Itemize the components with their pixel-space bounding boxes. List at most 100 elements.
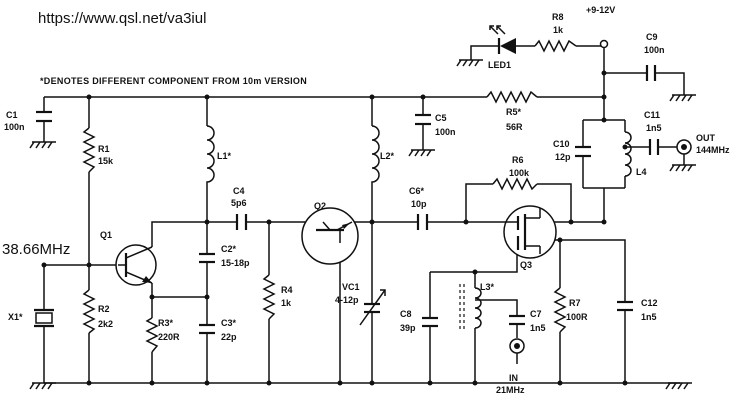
x1-ref: X1* <box>8 312 23 322</box>
q3-ref: Q3 <box>520 260 532 270</box>
ground-output <box>669 164 696 172</box>
c8-value: 39p <box>400 323 416 333</box>
input-connector <box>509 338 525 364</box>
r7-resistor <box>553 287 567 333</box>
r2-value: 2k2 <box>98 319 113 329</box>
r8-resistor <box>534 39 577 53</box>
c3-capacitor <box>199 323 215 335</box>
c6-value: 10p <box>411 199 427 209</box>
r6-ref: R6 <box>512 155 524 165</box>
c7-ref: C7 <box>530 309 542 319</box>
input-label: IN <box>509 373 518 383</box>
l1-ref: L1* <box>217 151 232 161</box>
led1-ref: LED1 <box>488 60 511 70</box>
c7-capacitor <box>509 314 525 326</box>
c11-ref: C11 <box>644 110 660 120</box>
ground-c1 <box>29 141 56 149</box>
x1-crystal <box>34 308 54 328</box>
junction-dots <box>41 70 628 386</box>
q1-transistor <box>115 244 157 286</box>
c10-ref: C10 <box>553 139 570 149</box>
vc1-variable-capacitor <box>359 289 386 326</box>
c4-capacitor <box>235 214 248 230</box>
r4-value: 1k <box>281 298 292 308</box>
l2-ref: L2* <box>380 151 395 161</box>
c6-ref: C6* <box>409 186 425 196</box>
c8-ref: C8 <box>400 309 412 319</box>
r6-value: 100k <box>509 168 530 178</box>
output-connector <box>676 139 692 165</box>
c2-value: 15-18p <box>221 258 250 268</box>
c4-value: 5p6 <box>231 198 247 208</box>
c9-ref: C9 <box>646 32 658 42</box>
c12-value: 1n5 <box>641 312 657 322</box>
q2-transistor <box>301 207 359 265</box>
l3-ref: L3* <box>480 282 495 292</box>
supply-voltage-label: +9-12V <box>586 5 615 15</box>
r7-ref: R7 <box>569 298 581 308</box>
r2-ref: R2 <box>98 304 110 314</box>
l1-inductor <box>206 125 215 184</box>
c1-value: 100n <box>4 122 25 132</box>
r4-ref: R4 <box>281 285 293 295</box>
ground-c5 <box>408 149 435 157</box>
c2-capacitor <box>199 252 215 264</box>
output-label: OUT <box>696 133 716 143</box>
website-url: https://www.qsl.net/va3iul <box>38 10 206 27</box>
r6-resistor <box>492 177 538 191</box>
r5-resistor <box>486 90 538 104</box>
wiring <box>43 45 685 384</box>
c4-ref: C4 <box>233 186 245 196</box>
c3-value: 22p <box>221 332 237 342</box>
c2-ref: C2* <box>221 244 237 254</box>
c5-value: 100n <box>435 127 456 137</box>
r2-resistor <box>82 289 96 334</box>
ground-right <box>665 382 692 390</box>
c1-capacitor <box>36 110 52 123</box>
l4-inductor <box>624 131 632 177</box>
r1-ref: R1 <box>98 144 110 154</box>
supply-terminal <box>599 39 609 49</box>
q3-mosfet <box>503 205 557 259</box>
c9-capacitor <box>645 65 657 81</box>
crystal-frequency-label: 38.66MHz <box>2 241 70 258</box>
led1-diode <box>489 25 516 54</box>
c5-ref: C5 <box>435 113 447 123</box>
c7-value: 1n5 <box>530 323 546 333</box>
c8-capacitor <box>422 316 438 328</box>
r8-value: 1k <box>553 25 564 35</box>
r8-ref: R8 <box>552 12 564 22</box>
c11-capacitor <box>648 139 660 155</box>
q2-ref: Q2 <box>314 201 326 211</box>
c5-capacitor <box>415 113 431 126</box>
r4-resistor <box>262 274 276 320</box>
ground-led <box>456 59 483 67</box>
r1-resistor <box>82 127 96 173</box>
c10-capacitor <box>575 145 591 158</box>
c9-value: 100n <box>644 45 665 55</box>
ground-symbols <box>29 59 696 390</box>
output-frequency-label: 144MHz <box>696 145 730 155</box>
c1-ref: C1 <box>6 110 18 120</box>
vc1-value: 4-12p <box>335 295 359 305</box>
ground-c9 <box>669 94 696 102</box>
r3-ref: R3* <box>158 318 174 328</box>
r1-value: 15k <box>98 156 114 166</box>
footnote-text: *DENOTES DIFFERENT COMPONENT FROM 10m VE… <box>40 76 307 86</box>
ground-main <box>29 382 56 390</box>
input-frequency-label: 21MHz <box>496 385 525 395</box>
r3-value: 220R <box>158 332 180 342</box>
c3-ref: C3* <box>221 318 237 328</box>
c11-value: 1n5 <box>646 123 662 133</box>
vc1-ref: VC1 <box>342 282 360 292</box>
r5-ref: R5* <box>506 107 522 117</box>
c12-capacitor <box>617 300 633 312</box>
c6-capacitor <box>416 214 429 230</box>
r7-value: 100R <box>566 312 588 322</box>
c10-value: 12p <box>555 152 571 162</box>
l4-ref: L4 <box>636 167 647 177</box>
c12-ref: C12 <box>641 298 658 308</box>
l2-inductor <box>371 125 380 184</box>
r3-resistor <box>145 317 159 353</box>
